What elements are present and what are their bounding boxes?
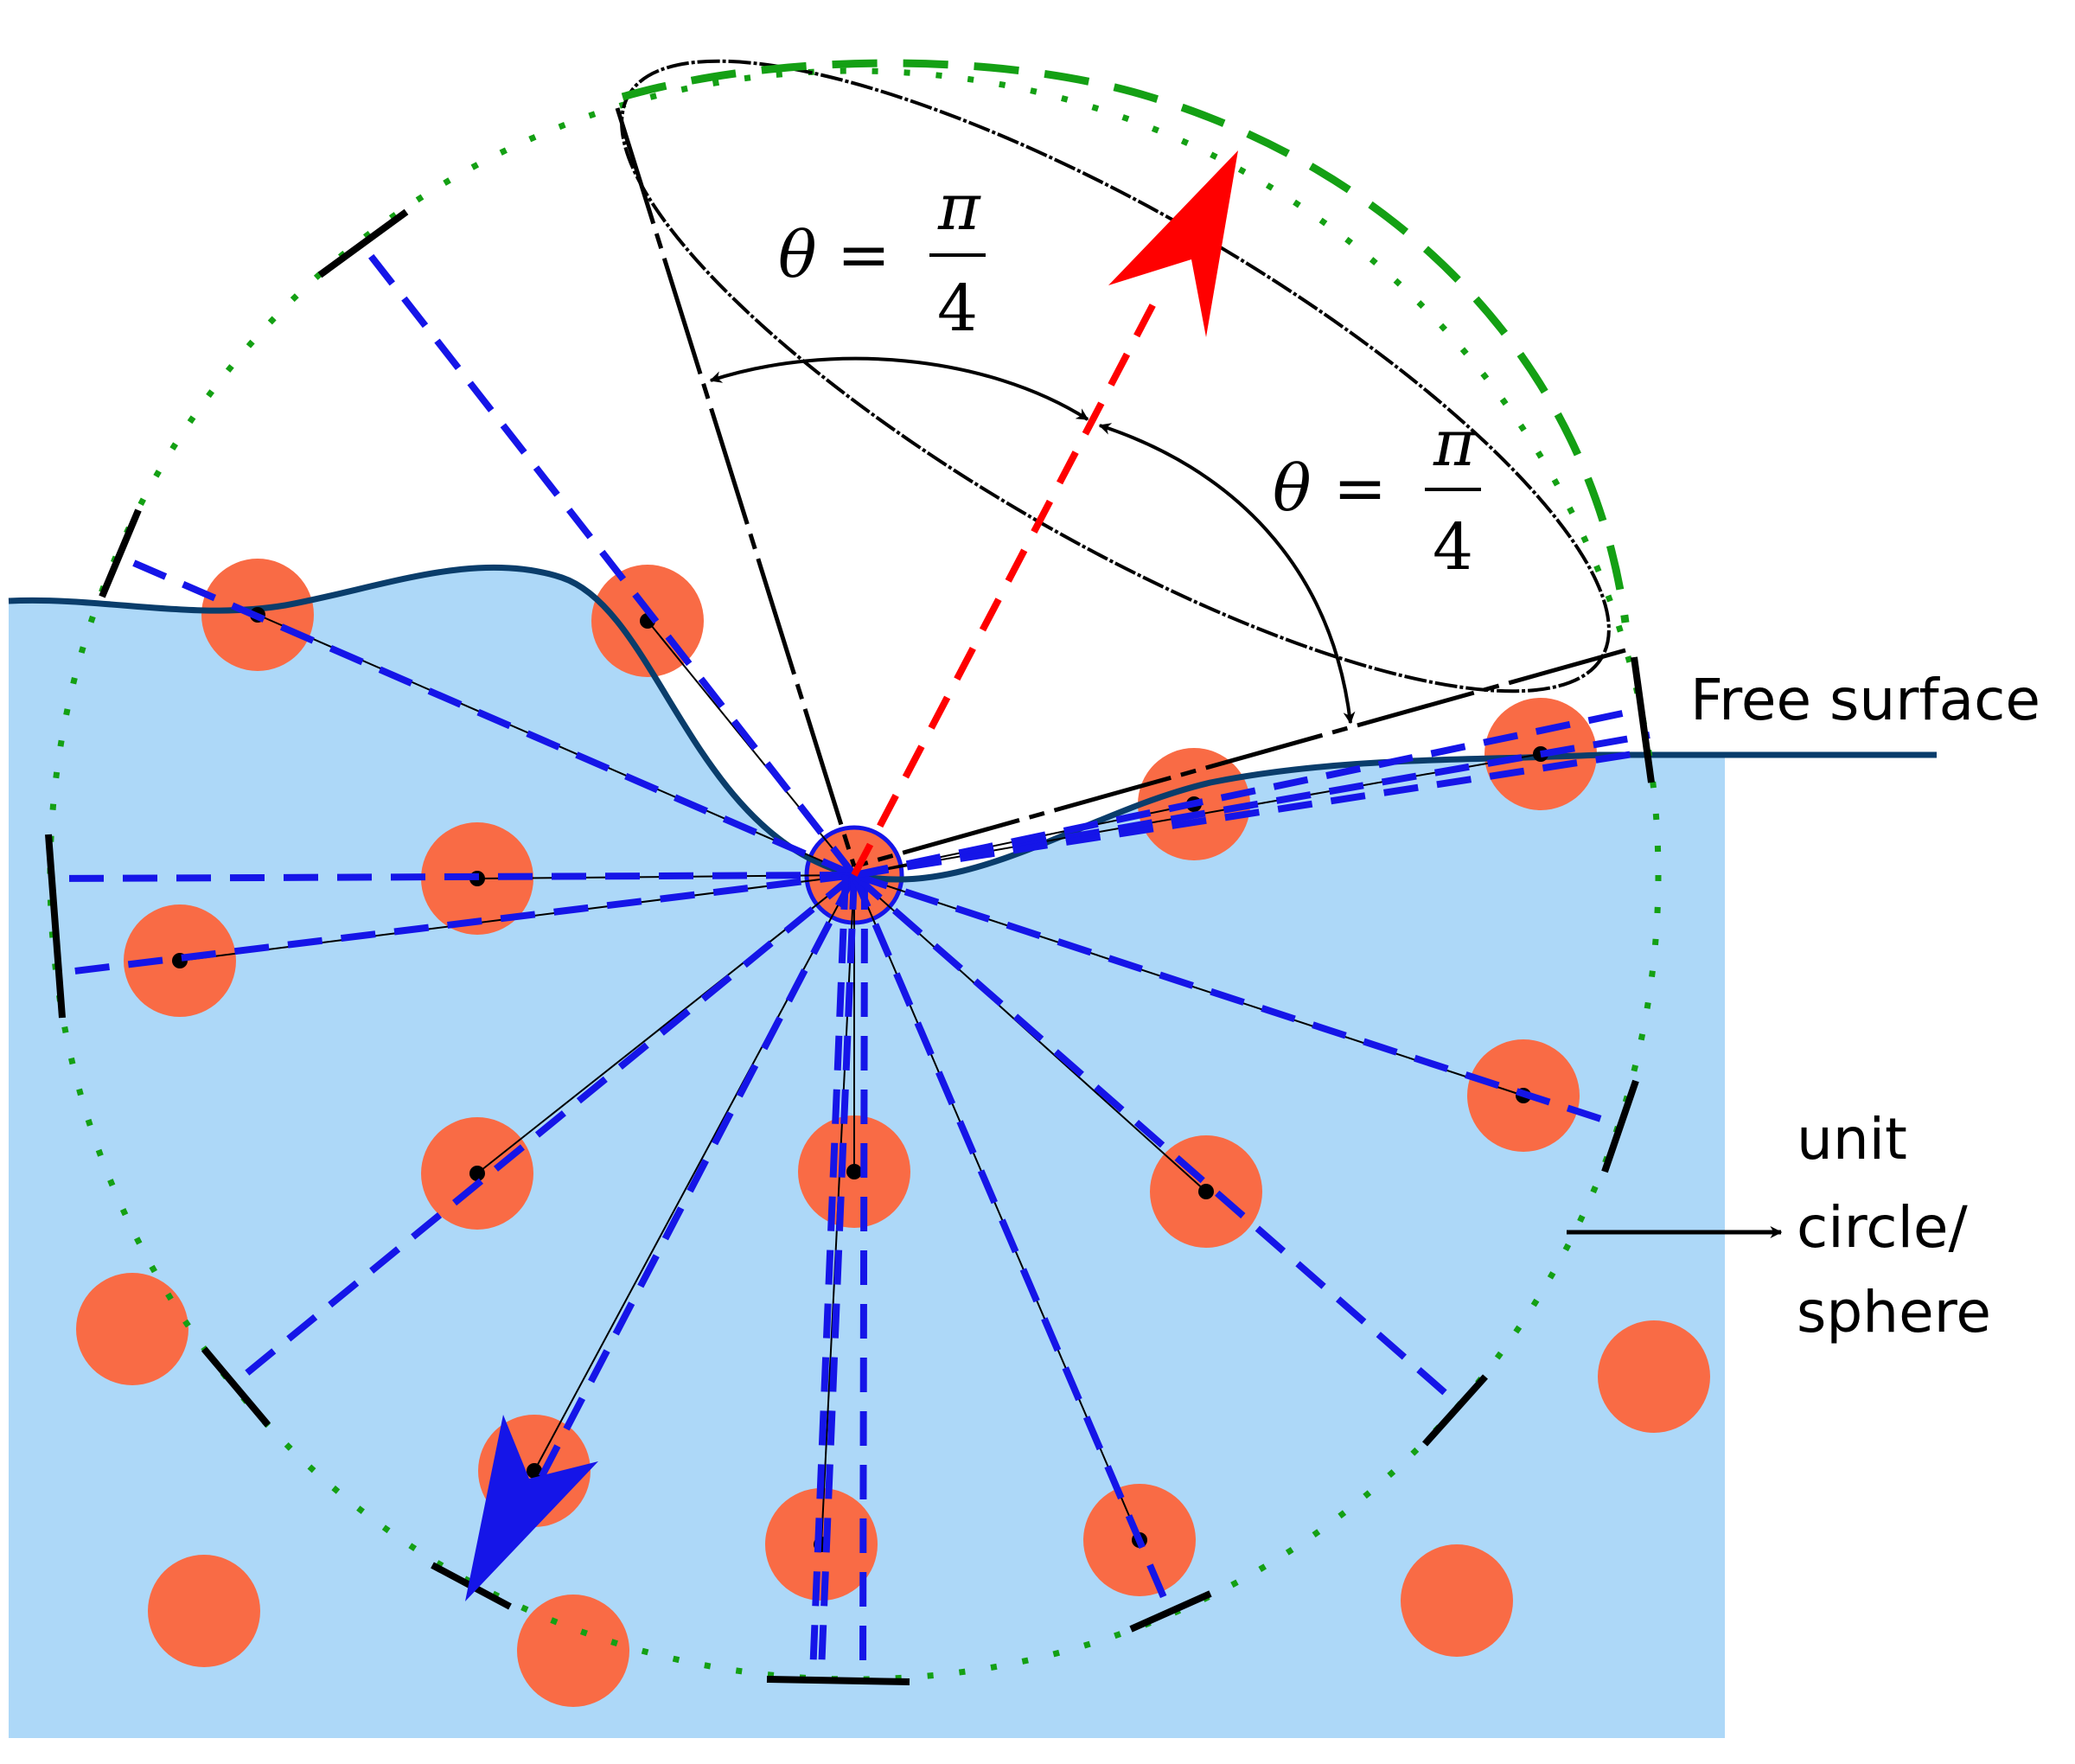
normal-arrow — [851, 150, 1238, 877]
red-arrow-icon — [1108, 150, 1238, 337]
unit-circle-label-line2: circle/ — [1797, 1194, 1969, 1261]
particle — [1598, 1320, 1710, 1433]
theta-label-upper: θ = π 4 — [778, 170, 986, 346]
unit-circle-label-line3: sphere — [1797, 1279, 1991, 1345]
theta-label-lower: θ = π 4 — [1273, 406, 1481, 585]
svg-text:θ: θ — [1273, 451, 1312, 526]
svg-text:4: 4 — [937, 272, 978, 346]
particle — [76, 1273, 188, 1385]
unit-circle-label-line1: unit — [1797, 1106, 1907, 1173]
particle — [148, 1555, 260, 1667]
free-surface-line — [8, 564, 1937, 883]
angle-arcs — [709, 356, 1356, 725]
svg-text:4: 4 — [1433, 510, 1473, 585]
dashed-rays — [53, 241, 1650, 1676]
particle — [1401, 1544, 1513, 1657]
svg-text:=: = — [1333, 451, 1387, 526]
svg-text:θ: θ — [778, 218, 817, 292]
particle — [517, 1595, 629, 1707]
svg-text:π: π — [937, 170, 981, 245]
unit-circle — [47, 67, 1662, 1683]
cone-base-circle — [621, 59, 1630, 623]
free-surface-label: Free surface — [1690, 667, 2040, 733]
svg-text:=: = — [837, 218, 891, 292]
svg-text:π: π — [1433, 406, 1477, 481]
blue-arrow-icon — [465, 1415, 598, 1601]
cone-outline — [615, 107, 1626, 869]
